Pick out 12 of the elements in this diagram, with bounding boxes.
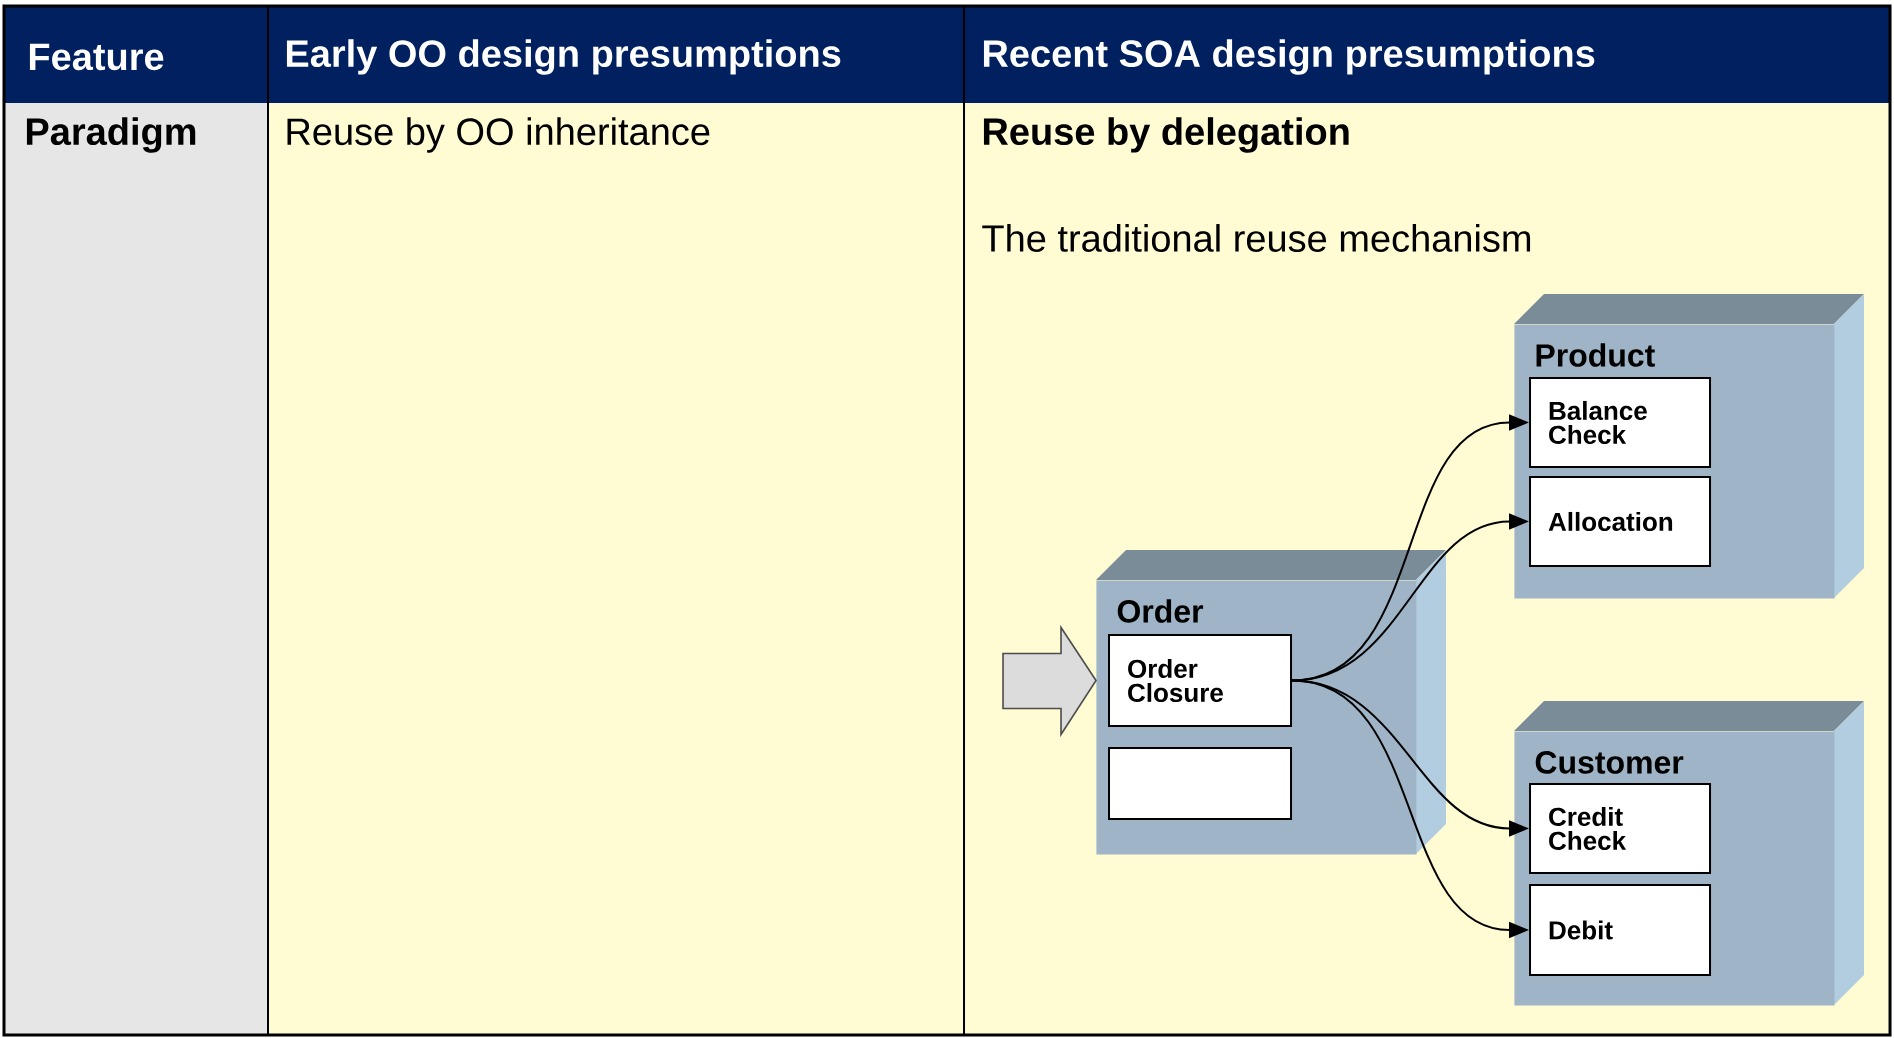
cell-text: The traditional reuse mechanism (982, 224, 1531, 252)
table-cell: Paradigm (4, 103, 268, 1035)
process-box: Balance Check (1529, 377, 1711, 468)
header-cell: Recent SOA design presumptions (964, 6, 1891, 103)
table-cell: Reuse by OO inheritance (268, 103, 964, 1035)
process-box: Debit (1529, 884, 1711, 976)
cell-heading: Reuse by delegation (983, 117, 1349, 153)
empty-box (1108, 747, 1292, 820)
header-cell: Feature (4, 6, 268, 103)
process-box: Order Closure (1108, 634, 1292, 727)
process-box: Credit Check (1529, 783, 1711, 874)
process-box: Allocation (1529, 476, 1711, 567)
